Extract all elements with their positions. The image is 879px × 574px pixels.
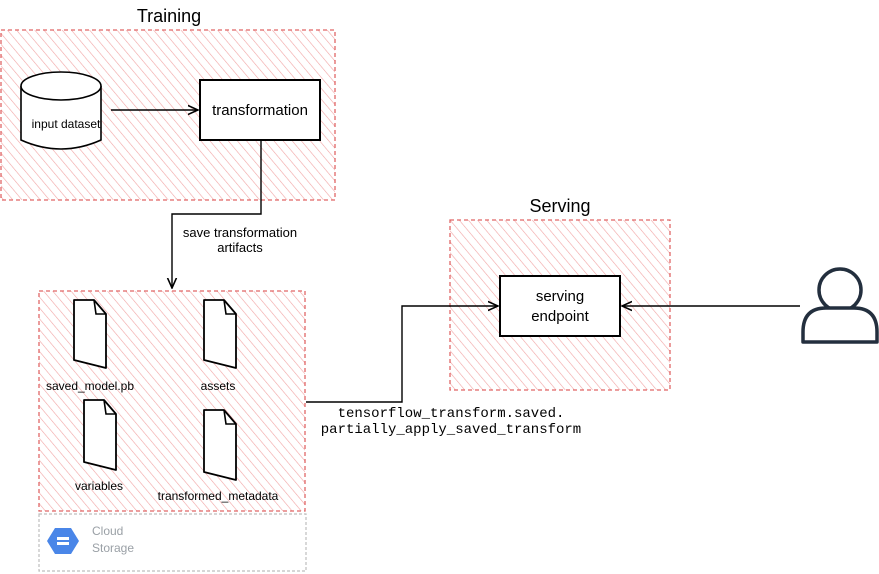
serving-title: Serving <box>529 196 590 216</box>
artifacts-to-endpoint-arrow <box>306 306 498 403</box>
transformation-label: transformation <box>212 102 308 119</box>
apply-transform-label-line2: partially_apply_saved_transform <box>321 422 581 438</box>
training-title: Training <box>137 6 201 26</box>
serving-endpoint-label-line2: endpoint <box>531 308 589 325</box>
file-icon <box>73 299 107 369</box>
cloud-storage-node: Cloud Storage <box>38 513 307 572</box>
apply-transform-label-line1: tensorflow_transform.saved. <box>338 406 565 422</box>
file-icon <box>83 399 117 471</box>
database-icon <box>20 71 102 150</box>
artifact-transformed-metadata-label: transformed_metadata <box>158 489 279 503</box>
file-icon <box>203 299 237 369</box>
user-icon <box>801 267 879 344</box>
serving-endpoint-node: serving endpoint <box>499 275 621 337</box>
input-dataset-node: input dataset <box>20 71 102 150</box>
cloud-storage-icon <box>47 528 79 554</box>
cloud-storage-label-line1: Cloud <box>92 524 123 538</box>
artifact-variables-label: variables <box>75 479 123 493</box>
serving-endpoint-label-line1: serving <box>536 288 584 305</box>
transformation-to-artifacts-arrow <box>172 140 262 288</box>
cloud-storage-label-line2: Storage <box>92 541 134 555</box>
file-icon <box>203 409 237 481</box>
transformation-node: transformation <box>199 79 321 141</box>
save-artifacts-label-line2: artifacts <box>217 240 263 255</box>
artifact-assets-label: assets <box>201 379 236 393</box>
artifact-saved-model-label: saved_model.pb <box>46 379 134 393</box>
save-artifacts-label-line1: save transformation <box>183 225 297 240</box>
input-dataset-label: input dataset <box>32 117 101 131</box>
